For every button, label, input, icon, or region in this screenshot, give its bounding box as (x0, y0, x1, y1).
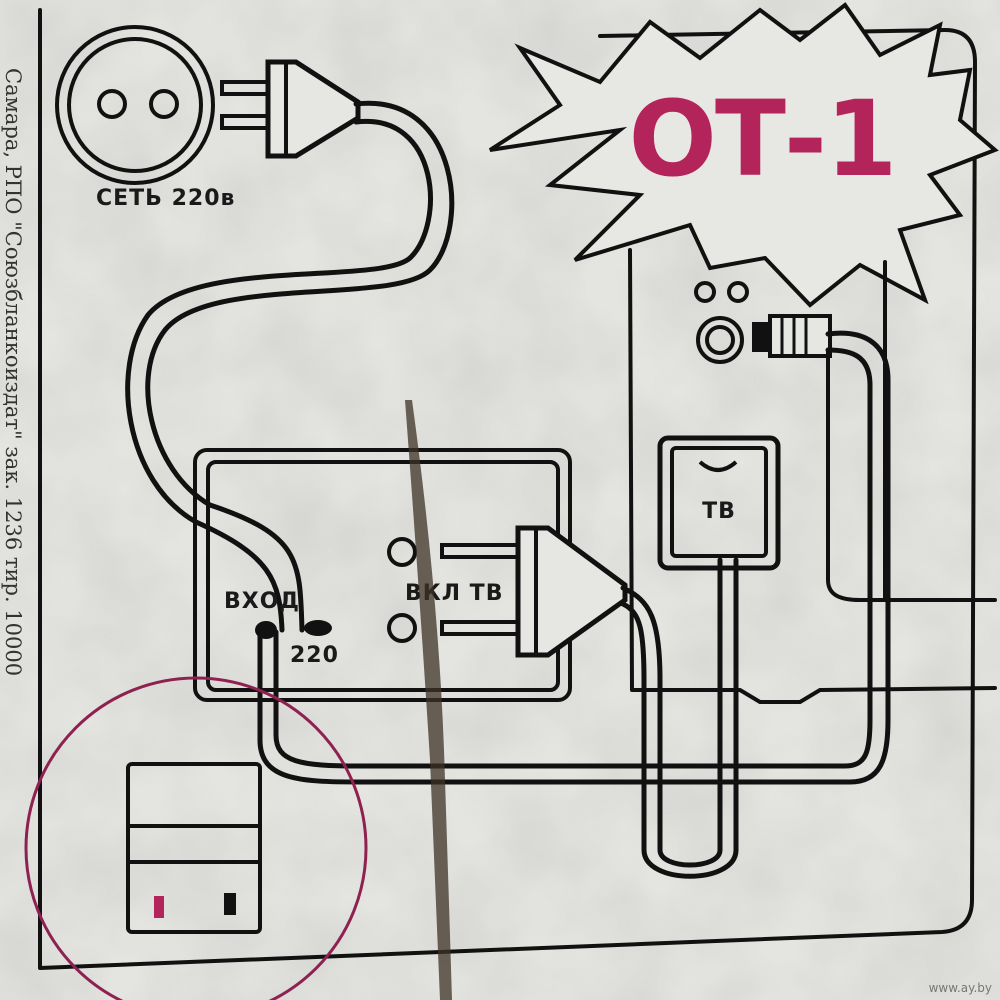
tv-plug (440, 525, 628, 658)
detail-callout-circle (24, 676, 368, 1000)
tv-power-cable-inner (620, 557, 739, 879)
tv-outlet-hole-top (387, 537, 417, 567)
watermark: www.ay.by (929, 981, 992, 995)
mains-label: СЕТЬ 220в (96, 186, 235, 211)
input-label: ВХОД (224, 589, 300, 614)
input-220-hole (304, 620, 332, 636)
input-voltage-label: 220 (290, 643, 339, 668)
wall-panel (628, 248, 997, 704)
main-frame (38, 8, 977, 970)
tv-label: ТВ (702, 499, 736, 524)
mains-cable-outer (145, 100, 455, 633)
signal-cable-outer (257, 330, 891, 785)
detail-device-front (126, 762, 262, 934)
antenna-socket (694, 281, 749, 364)
detail-indicator-black (224, 893, 236, 915)
antenna-plug (752, 314, 832, 358)
wall-socket (55, 25, 215, 185)
printer-imprint: Самара, РПО "Союзбланкоиздат" зак. 1236 … (1, 68, 25, 676)
signal-cable-drop (826, 350, 887, 602)
mains-cable-inner (125, 119, 433, 633)
brand-starburst (488, 2, 999, 308)
tv-set (657, 435, 781, 571)
mains-plug (220, 59, 361, 159)
brand-title: ОТ-1 (629, 78, 896, 200)
detail-indicator-red (154, 896, 164, 918)
paper-stain (405, 400, 452, 1000)
tv-outlet-hole-bottom (387, 613, 417, 643)
signal-cable-inner (273, 347, 873, 769)
